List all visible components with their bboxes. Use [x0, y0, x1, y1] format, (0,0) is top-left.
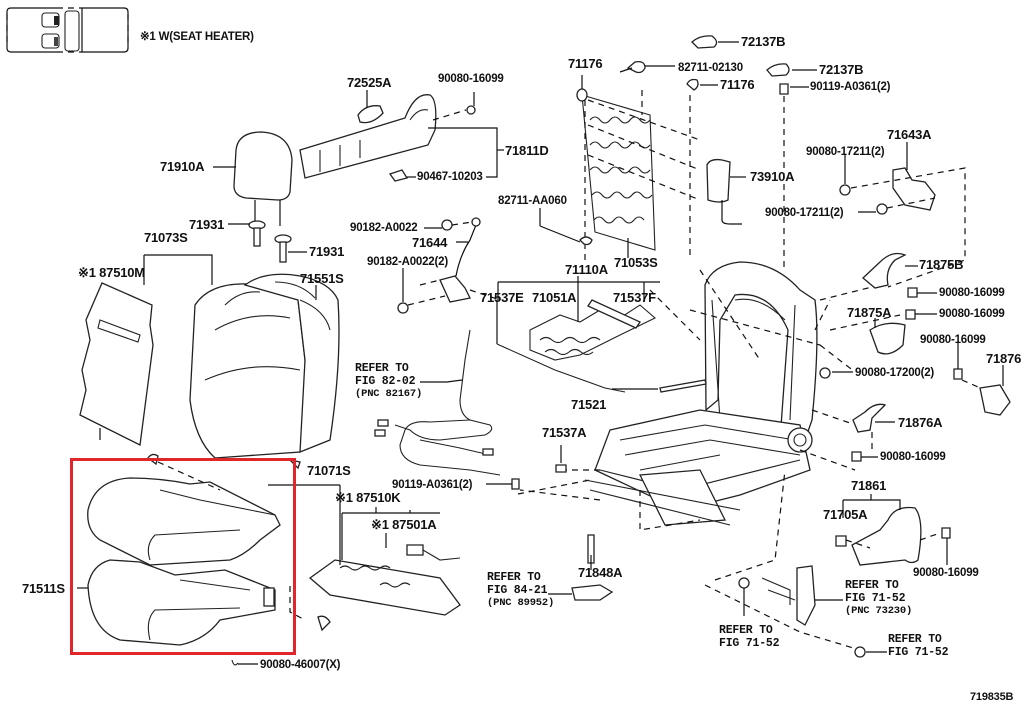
seat-cushion-part: [77, 453, 331, 666]
part-label-71537E[interactable]: 71537E: [480, 290, 524, 305]
seat-frame-part: [519, 261, 901, 651]
highlight-frame-seat-cushion: [70, 458, 296, 655]
recliner-cover-part: [299, 90, 504, 182]
seatback-cover-part: [143, 254, 340, 459]
part-label-90080-16099[interactable]: 90080-16099: [438, 73, 504, 85]
part-label-71551S[interactable]: 71551S: [300, 271, 344, 286]
part-label-71705A[interactable]: 71705A: [823, 507, 868, 522]
reference-line: REFER TO: [487, 571, 541, 584]
reference-line: FIG 71-52: [845, 592, 906, 605]
part-label-71875B[interactable]: 71875B: [919, 257, 964, 272]
part-label-71910A[interactable]: 71910A: [160, 159, 205, 174]
part-label-90080-16099[interactable]: 90080-16099: [880, 451, 946, 463]
seatback-lock-part: [839, 142, 966, 288]
seat-belt-buckle-part: [738, 565, 887, 658]
reference-pnc: (PNC 89952): [487, 597, 555, 609]
cushion-heater-part: [268, 484, 461, 616]
reference-line: REFER TO: [355, 362, 409, 375]
reference-fig-71-52-belt[interactable]: REFER TO FIG 71-52 (PNC 73230): [845, 579, 912, 618]
part-label-82711-AA060[interactable]: 82711-AA060: [498, 195, 567, 207]
part-label-71071S[interactable]: 71071S: [307, 463, 351, 478]
part-label-87510K[interactable]: ※1 87510K: [335, 490, 401, 505]
headrest-part: [213, 131, 293, 226]
part-label-71051A[interactable]: 71051A: [532, 290, 577, 305]
part-label-90080-16099[interactable]: 90080-16099: [920, 334, 986, 346]
side-airbag-part: [706, 158, 746, 225]
reference-pnc: (PNC 82167): [355, 388, 423, 400]
part-label-72137B[interactable]: 72137B: [819, 62, 864, 77]
figure-id: 719835B: [970, 691, 1014, 703]
part-label-90080-17211[interactable]: 90080-17211(2): [765, 207, 844, 219]
part-label-72137B[interactable]: 72137B: [741, 34, 786, 49]
part-label-71537F[interactable]: 71537F: [613, 290, 656, 305]
part-label-71876[interactable]: 71876: [986, 351, 1022, 366]
part-label-90080-16099[interactable]: 90080-16099: [939, 308, 1005, 320]
part-label-90080-16099[interactable]: 90080-16099: [913, 567, 979, 579]
part-label-90119-A0361[interactable]: 90119-A0361(2): [392, 479, 473, 491]
part-label-90080-46007[interactable]: 90080-46007(X): [260, 659, 341, 671]
part-label-71073S[interactable]: 71073S: [144, 230, 188, 245]
part-label-72525A[interactable]: 72525A: [347, 75, 392, 90]
reference-pnc: (PNC 73230): [845, 605, 913, 617]
part-label-87501A[interactable]: ※1 87501A: [371, 517, 437, 532]
part-label-71876A[interactable]: 71876A: [898, 415, 943, 430]
heater-connector-part: [397, 217, 501, 314]
cushion-spring-part: [496, 276, 707, 393]
part-label-90182-A0022-2[interactable]: 90182-A0022(2): [367, 256, 448, 268]
part-label-82711-02130[interactable]: 82711-02130: [678, 62, 743, 74]
part-label-90119-A0361[interactable]: 90119-A0361(2): [810, 81, 891, 93]
seatback-spring-part: [539, 60, 718, 260]
part-label-90467-10203[interactable]: 90467-10203: [417, 171, 483, 183]
wire-harness-part: [374, 329, 591, 495]
part-label-71875A[interactable]: 71875A: [847, 305, 892, 320]
side-cover-parts: [819, 252, 1011, 462]
part-label-71053S[interactable]: 71053S: [614, 255, 658, 270]
part-label-71521[interactable]: 71521: [571, 397, 607, 412]
part-label-73910A[interactable]: 73910A: [750, 169, 795, 184]
headrest-guide-parts: [228, 220, 307, 263]
rail-cover-part: [835, 494, 951, 566]
part-label-87510M[interactable]: ※1 87510M: [78, 265, 145, 280]
part-label-71931[interactable]: 71931: [189, 217, 225, 232]
part-label-71811D[interactable]: 71811D: [505, 143, 549, 158]
part-label-71537A[interactable]: 71537A: [542, 425, 587, 440]
reference-line: FIG 71-52: [888, 646, 949, 659]
part-label-71861[interactable]: 71861: [851, 478, 887, 493]
part-label-71931[interactable]: 71931: [309, 244, 345, 259]
part-label-90080-16099[interactable]: 90080-16099: [939, 287, 1005, 299]
part-label-90080-17200[interactable]: 90080-17200(2): [855, 367, 935, 379]
part-label-71110A[interactable]: 71110A: [565, 262, 608, 277]
seat-layout-icon: [6, 7, 129, 53]
reference-fig-84-21[interactable]: REFER TO FIG 84-21 (PNC 89952): [487, 571, 554, 610]
reference-line: FIG 84-21: [487, 584, 548, 597]
reference-fig-71-52-left[interactable]: REFER TO FIG 71-52: [719, 624, 780, 650]
seatback-heater-part: [79, 282, 154, 446]
part-label-71848A[interactable]: 71848A: [578, 565, 623, 580]
reference-fig-82-02[interactable]: REFER TO FIG 82-02 (PNC 82167): [355, 362, 422, 401]
part-label-71643A[interactable]: 71643A: [887, 127, 932, 142]
reference-line: FIG 82-02: [355, 375, 416, 388]
reference-line: REFER TO: [888, 633, 942, 646]
reference-line: FIG 71-52: [719, 637, 780, 650]
part-label-71644[interactable]: 71644: [412, 235, 448, 250]
reference-line: REFER TO: [719, 624, 773, 637]
part-label-71176[interactable]: 71176: [568, 56, 603, 71]
part-label-71176[interactable]: 71176: [720, 77, 755, 92]
headrest-support-clips: [691, 35, 817, 270]
part-label-90182-A0022[interactable]: 90182-A0022: [350, 222, 418, 234]
reference-fig-71-52-right[interactable]: REFER TO FIG 71-52: [888, 633, 949, 659]
reference-line: REFER TO: [845, 579, 899, 592]
misc-small-parts: [548, 445, 701, 601]
legend-note: ※1 W(SEAT HEATER): [140, 31, 254, 43]
part-label-71511S[interactable]: 71511S: [22, 581, 65, 596]
part-label-90080-17211[interactable]: 90080-17211(2): [806, 146, 885, 158]
